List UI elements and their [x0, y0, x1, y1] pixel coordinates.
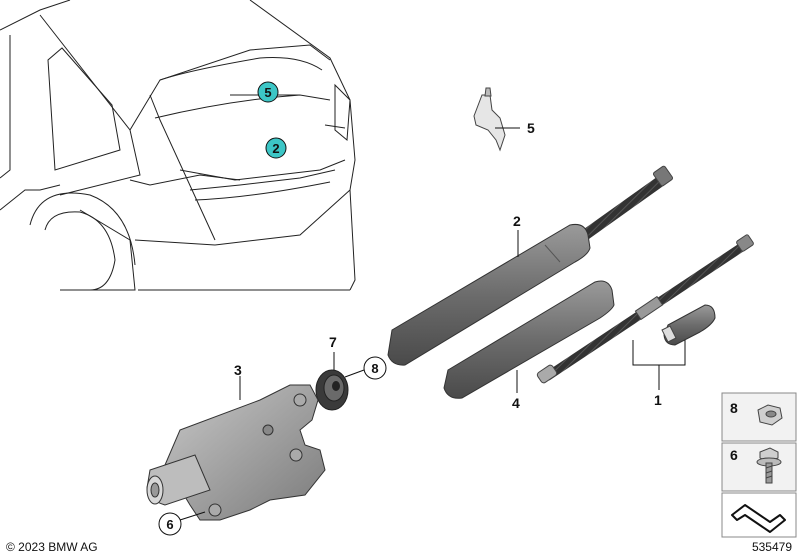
wiper-motor-part: 3	[146, 362, 326, 521]
bolt-callout-6: 6	[158, 511, 206, 536]
part-7-label: 7	[329, 334, 337, 350]
legend-panel: 8 6	[721, 392, 797, 538]
part-4-label: 4	[512, 395, 520, 411]
washer-jet-part: 5	[473, 87, 535, 152]
vehicle-callout-5: 5	[257, 81, 279, 103]
wiper-cover-part: 4	[443, 280, 615, 411]
flange-bolt-icon	[756, 447, 782, 484]
vehicle-callout-5-label: 5	[264, 85, 271, 100]
copyright-text: © 2023 BMW AG	[6, 540, 98, 554]
grommet-part: 7	[315, 334, 349, 411]
bracket-symbol-icon	[731, 504, 786, 533]
wiper-blade-part: 1	[536, 234, 754, 408]
wiper-arm-part: 2	[387, 165, 674, 366]
vehicle-rear-outline	[0, 0, 356, 291]
part-3-label: 3	[234, 362, 242, 378]
hex-nut-icon	[757, 404, 783, 426]
legend-item-6-box	[721, 442, 797, 492]
drawing-number: 535479	[751, 540, 792, 554]
part-5-label: 5	[527, 120, 535, 136]
part-1-label: 1	[654, 392, 662, 408]
nut-callout-8: 8	[344, 356, 387, 380]
part-6-label: 6	[166, 517, 173, 532]
legend-item-6-label: 6	[730, 447, 738, 463]
part-2-label: 2	[513, 213, 521, 229]
vehicle-callout-2-label: 2	[272, 141, 279, 156]
legend-item-8-label: 8	[730, 400, 738, 416]
part-8-label: 8	[371, 361, 378, 376]
vehicle-callout-2: 2	[265, 137, 287, 159]
